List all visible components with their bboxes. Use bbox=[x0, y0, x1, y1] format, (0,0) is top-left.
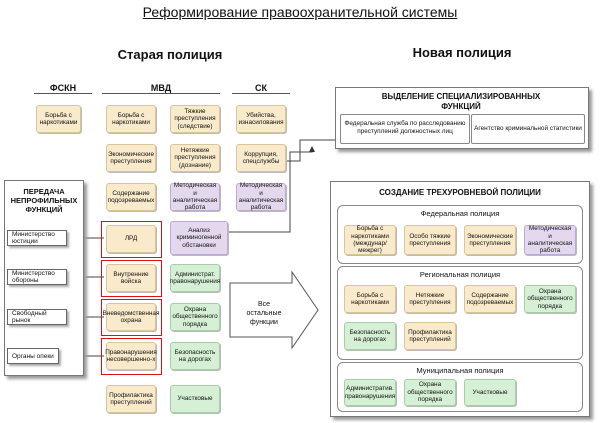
transfer-highlight bbox=[101, 260, 162, 297]
mvd-card-internal-troops: Внутренние войска bbox=[106, 264, 156, 292]
transfer-title: ПЕРЕДАЧА НЕПРОФИЛЬНЫХ ФУНКЦИЙ bbox=[10, 187, 78, 214]
mvd-card: Администрат. правонарушения bbox=[170, 264, 220, 292]
federal-label: Федеральная полиция bbox=[420, 209, 500, 218]
mvd-card: Нетяжкие преступления (дознание) bbox=[170, 144, 220, 172]
regional-card: Нетяжкие преступления bbox=[404, 285, 456, 313]
mvd-card: Безопасность на дорогах bbox=[170, 342, 220, 370]
sk-card: Коррупция, спецслужбы bbox=[236, 144, 286, 172]
mvd-card: Экономические преступления bbox=[106, 144, 156, 172]
transfer-highlight bbox=[101, 221, 162, 258]
new-police-heading: Новая полиция bbox=[412, 45, 512, 60]
federal-card: Экономические преступления bbox=[464, 225, 516, 255]
transfer-item-guardianship: Органы опеки bbox=[7, 348, 59, 364]
arrow-corruption-to-federal-service bbox=[284, 137, 341, 162]
mvd-card: Профилактика преступлений bbox=[106, 385, 156, 413]
transfer-item-defense: Министерство обороны bbox=[7, 269, 67, 285]
other-functions-arrow bbox=[229, 270, 319, 350]
regional-card: Профилактика преступлений bbox=[404, 322, 456, 350]
three-level-title: СОЗДАНИЕ ТРЕХУРОВНЕВОЙ ПОЛИЦИИ bbox=[379, 188, 541, 197]
mvd-card: Тяжкие преступления (следствие) bbox=[170, 105, 220, 133]
mvd-card: Охрана общественного порядка bbox=[170, 303, 220, 331]
municipal-card: Участковые bbox=[464, 379, 516, 406]
mvd-card-lrd: ЛРД bbox=[106, 225, 156, 253]
page-title: Реформирование правоохранительной систем… bbox=[142, 4, 458, 20]
federal-card: Особо тяжкие преступления bbox=[404, 225, 456, 255]
mvd-card-minors: Правонарушения несовершенно-х bbox=[105, 342, 157, 370]
other-functions-label: Все остальные функции bbox=[246, 301, 282, 326]
transfer-highlight bbox=[101, 338, 162, 375]
transfer-item-justice: Министерство юстиции bbox=[7, 230, 67, 246]
regional-label: Региональная полиция bbox=[419, 270, 501, 279]
sk-card: Убийства, изнасилования bbox=[236, 105, 286, 133]
regional-card: Охрана общественного порядка bbox=[524, 285, 576, 313]
arrow-analysis-to-statistics bbox=[229, 146, 315, 233]
special-item-statistics: Агентство криминальной статистики bbox=[471, 114, 585, 144]
municipal-card: Охрана общественного порядка bbox=[404, 379, 456, 406]
sk-card: Методическая и аналитическая работа bbox=[236, 182, 286, 211]
regional-card: Содержание подозреваемых bbox=[464, 285, 516, 313]
mvd-card-security: Вневедомственная охрана bbox=[103, 303, 159, 331]
regional-card: Безопасность на дорогах bbox=[344, 322, 396, 350]
federal-card: Борьба с наркотиками (междунар/межрег) bbox=[344, 225, 396, 255]
fskn-card: Борьба с наркотиками bbox=[36, 105, 81, 133]
regional-card: Борьба с наркотиками bbox=[344, 285, 396, 313]
org-mvd: МВД bbox=[102, 83, 220, 94]
transfer-highlight bbox=[101, 299, 162, 336]
special-item-federal-service: Федеральная служба по расследованию прес… bbox=[340, 114, 470, 144]
mvd-card: Методическая и аналитическая работа bbox=[170, 182, 220, 211]
transfer-item-market: Свободный рынок bbox=[7, 309, 67, 325]
org-fskn: ФСКН bbox=[34, 83, 92, 94]
mvd-card-analysis: Анализ криминогенной обстановки bbox=[170, 221, 228, 255]
mvd-card: Участковые bbox=[170, 385, 220, 413]
mvd-card: Содержание подозреваемых bbox=[106, 183, 156, 211]
municipal-card: Административ. правонарушения bbox=[344, 379, 396, 406]
mvd-card: Борьба с наркотиками bbox=[106, 105, 156, 133]
org-sk: СК bbox=[232, 83, 290, 94]
old-police-heading: Старая полиция bbox=[117, 47, 223, 62]
federal-card: Методическая и аналитическая работа bbox=[524, 225, 576, 255]
special-title: ВЫДЕЛЕНИЕ СПЕЦИАЛИЗИРОВАННЫХ ФУНКЦИЙ bbox=[381, 92, 541, 111]
municipal-label: Муниципальная полиция bbox=[416, 366, 504, 375]
